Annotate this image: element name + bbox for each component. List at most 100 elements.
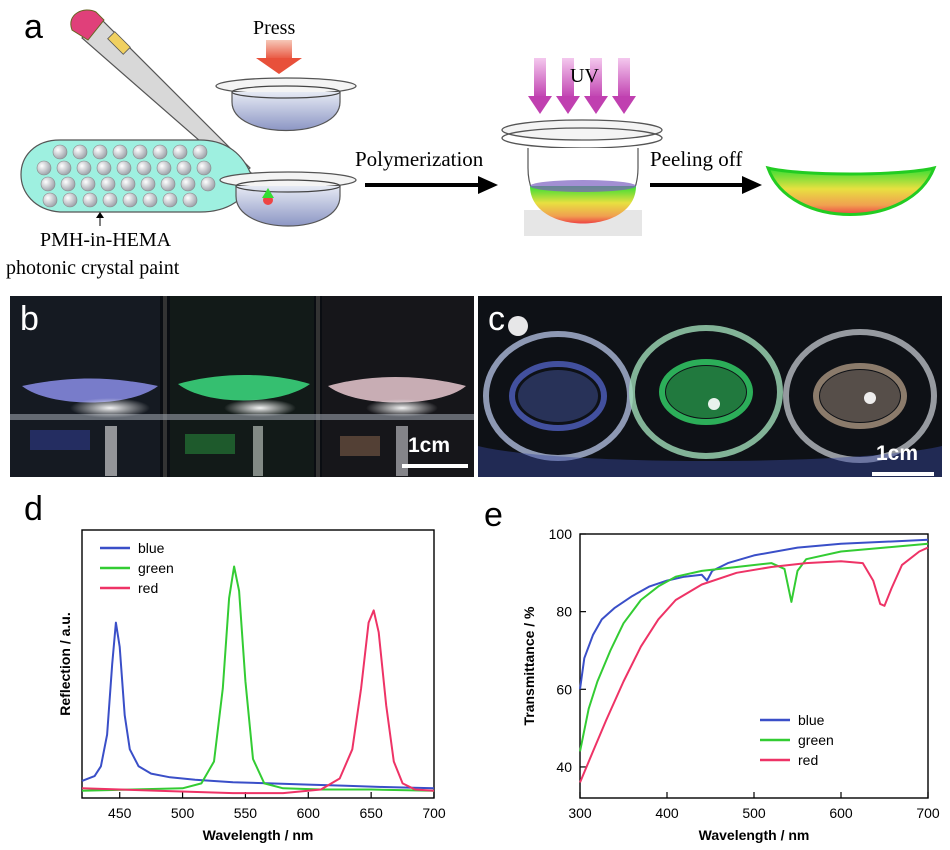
nanoparticle [156,160,172,176]
x-tick-label: 650 [359,805,383,821]
uv-arrow-shaft [618,58,630,98]
series-line-green [81,565,435,792]
nanoparticle [180,176,196,192]
nanoparticle [62,192,78,208]
nanoparticle [42,192,58,208]
x-tick-label: 450 [108,805,132,821]
panel-c-photo: c 1cm [478,296,942,477]
nanoparticle [112,144,128,160]
nanoparticle [92,144,108,160]
x-axis-label: Wavelength / nm [699,827,810,843]
nanoparticle [162,192,178,208]
x-tick-label: 500 [171,805,195,821]
nanoparticle [120,176,136,192]
nanoparticle [200,176,216,192]
y-tick-label: 60 [556,681,572,697]
press-arrow-icon [256,40,302,74]
fabrication-schematic: Press UV Polymerization Peeling off PMH-… [6,9,937,279]
nanoparticle [122,192,138,208]
nanoparticle [80,176,96,192]
nanoparticle [132,144,148,160]
nanoparticle [116,160,132,176]
uv-arrow-head [528,96,552,114]
series-line-blue [579,538,929,690]
nanoparticle [192,144,208,160]
bottom-mold [219,171,357,227]
nanoparticle [142,192,158,208]
x-tick-label: 400 [655,805,679,821]
series-line-red [579,546,929,783]
panel-c-scale-label: 1cm [876,442,919,465]
legend-label-blue: blue [138,540,165,556]
panel-c-scalebar: 1cm [872,442,934,476]
panel-b-scalebar: 1cm [402,434,468,468]
legend-label-blue: blue [798,712,825,728]
uv-arrow-shaft [562,58,574,98]
series-line-red [81,609,435,795]
uv-arrow-shaft [590,58,602,98]
x-tick-label: 700 [916,805,940,821]
legend-label-green: green [798,732,834,748]
legend-label-green: green [138,560,174,576]
plot-frame [81,529,435,799]
uv-arrow-shaft [534,58,546,98]
nanoparticle [196,160,212,176]
uv-arrows-icon [528,58,636,114]
panel-b-letter: b [20,300,39,338]
nanoparticle [160,176,176,192]
nanoparticle [76,160,92,176]
nanoparticle [176,160,192,176]
top-mold [215,77,357,132]
nanoparticle [60,176,76,192]
nanoparticle [136,160,152,176]
nanoparticle [100,176,116,192]
paint-label-line2: photonic crystal paint [6,257,180,279]
nanoparticle [40,176,56,192]
x-tick-label: 700 [422,805,446,821]
nanoparticle [140,176,156,192]
nanoparticle [72,144,88,160]
x-tick-label: 600 [829,805,853,821]
legend-label-red: red [798,752,818,768]
series-line-green [579,542,929,752]
photonic-paint-bubble [20,139,264,213]
panel-b-scale-label: 1cm [408,434,451,457]
pipette-icon [70,9,269,196]
polymerization-label: Polymerization [355,147,484,171]
y-axis-label: Transmittance / % [521,606,537,726]
x-axis-label: Wavelength / nm [203,827,314,843]
nanoparticle [52,144,68,160]
x-tick-label: 300 [568,805,592,821]
nanoparticle [36,160,52,176]
x-tick-label: 600 [297,805,321,821]
peeled-lens [765,165,937,216]
nanoparticle [96,160,112,176]
nanoparticle [102,192,118,208]
y-tick-label: 80 [556,604,572,620]
panel-d-letter: d [24,490,43,528]
x-tick-label: 500 [742,805,766,821]
nanoparticle [172,144,188,160]
panel-b-photo: b 1cm [10,296,474,477]
legend-label-red: red [138,580,158,596]
panel-a-letter: a [24,8,43,46]
uv-arrow-head [612,96,636,114]
panel-c-letter: c [488,300,505,338]
nanoparticle [182,192,198,208]
nanoparticle [82,192,98,208]
x-tick-label: 550 [234,805,258,821]
y-tick-label: 100 [549,526,573,542]
press-label: Press [253,17,295,39]
paint-label-line1: PMH-in-HEMA [40,229,172,251]
uv-arrow-head [584,96,608,114]
panel-e-letter: e [484,496,503,534]
y-axis-label: Reflection / a.u. [57,612,73,715]
uv-mold [501,119,663,236]
y-tick-label: 40 [556,759,572,775]
peeling-label: Peeling off [650,147,742,171]
uv-arrow-head [556,96,580,114]
nanoparticle [56,160,72,176]
uv-label: UV [570,65,599,87]
